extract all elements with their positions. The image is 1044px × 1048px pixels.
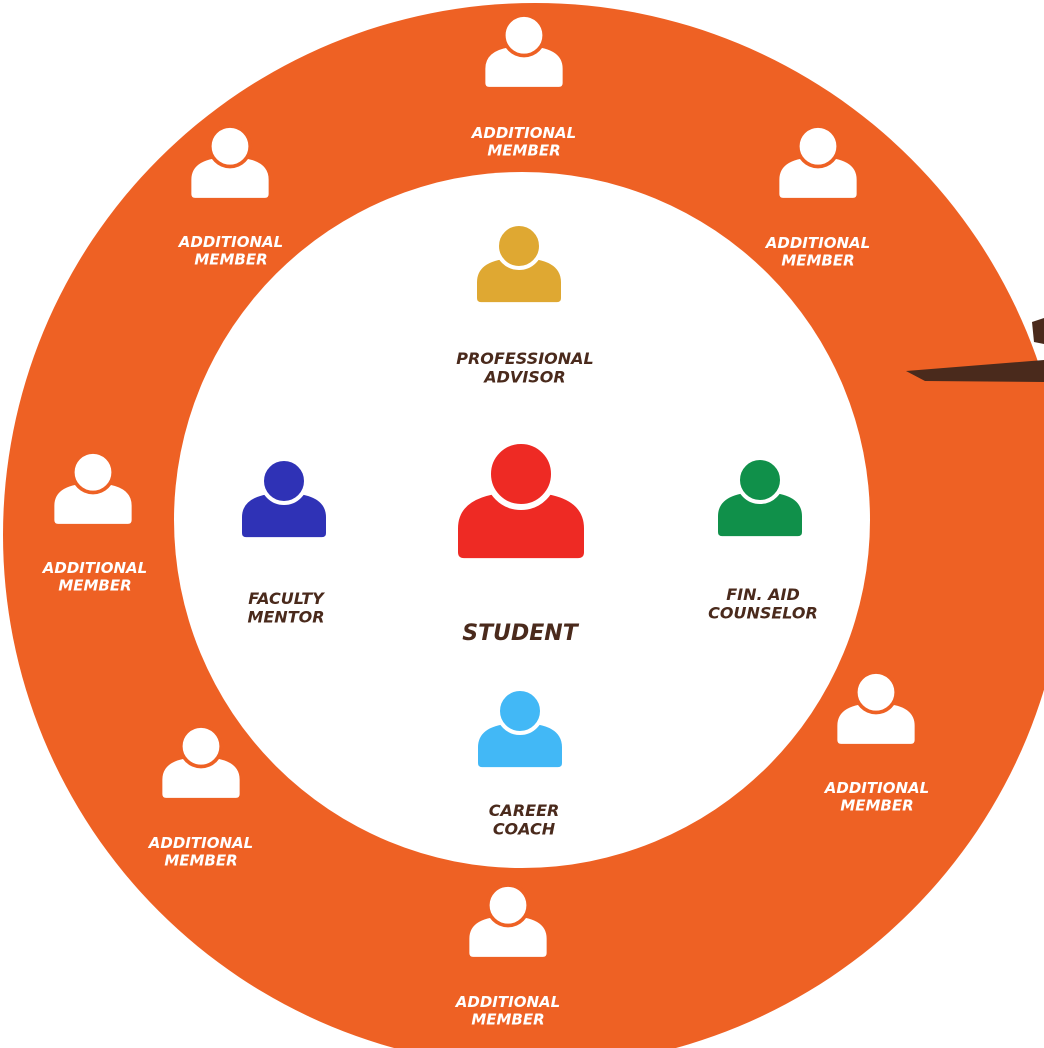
faculty-mentor-label-line1: FACULTY bbox=[248, 589, 325, 608]
additional-member-icon-5 bbox=[837, 670, 915, 744]
career-coach-icon bbox=[478, 687, 562, 768]
fin-aid-counselor-label-line2: COUNSELOR bbox=[708, 603, 818, 622]
additional-member-icon-6 bbox=[162, 724, 240, 798]
faculty-mentor-icon bbox=[242, 457, 326, 538]
additional-member-icon-4-head bbox=[70, 450, 116, 495]
career-coach-icon-body bbox=[478, 723, 562, 768]
additional-member-label-7-line1: ADDITIONAL bbox=[455, 993, 560, 1011]
additional-member-icon-6-head bbox=[178, 724, 224, 769]
additional-member-icon-3-head bbox=[795, 124, 841, 169]
additional-member-icon-6-body bbox=[162, 757, 240, 798]
additional-member-icon-2 bbox=[191, 124, 269, 198]
student-label: STUDENT bbox=[462, 621, 579, 646]
additional-member-label-6-line2: MEMBER bbox=[164, 851, 237, 869]
additional-member-label-2-line1: ADDITIONAL bbox=[178, 233, 283, 251]
additional-member-icon-7 bbox=[469, 883, 547, 957]
career-coach-label-line2: COACH bbox=[493, 819, 556, 838]
faculty-mentor-icon-head bbox=[260, 457, 308, 505]
pointer-stick-tip bbox=[1032, 318, 1044, 344]
fin-aid-counselor-icon-head bbox=[736, 456, 784, 504]
additional-member-label-5-line2: MEMBER bbox=[840, 796, 913, 814]
additional-member-icon-4-body bbox=[54, 483, 132, 524]
faculty-mentor-icon-body bbox=[242, 493, 326, 538]
additional-member-icon-3 bbox=[779, 124, 857, 198]
additional-member-icon-1-body bbox=[485, 46, 563, 87]
student-icon bbox=[458, 438, 584, 559]
fin-aid-counselor-icon-body bbox=[718, 492, 802, 537]
career-coach-icon-head bbox=[496, 687, 544, 735]
additional-member-icon-7-head bbox=[485, 883, 531, 928]
faculty-mentor-label-line2: MENTOR bbox=[247, 607, 324, 626]
additional-member-icon-2-body bbox=[191, 157, 269, 198]
professional-advisor-icon-head bbox=[495, 222, 543, 270]
additional-member-label-7-line2: MEMBER bbox=[471, 1010, 544, 1028]
additional-member-icon-4 bbox=[54, 450, 132, 524]
student-icon-head bbox=[485, 438, 557, 510]
additional-member-icon-1-head bbox=[501, 13, 547, 58]
additional-member-label-6-line1: ADDITIONAL bbox=[148, 834, 253, 852]
additional-member-icon-2-head bbox=[207, 124, 253, 169]
professional-advisor-icon-body bbox=[477, 258, 561, 303]
professional-advisor-icon bbox=[477, 222, 561, 303]
student-icon-body bbox=[458, 492, 584, 559]
fin-aid-counselor-label-line1: FIN. AID bbox=[726, 585, 800, 604]
career-coach-label-line1: CAREER bbox=[489, 801, 560, 820]
professional-advisor-label-line2: ADVISOR bbox=[482, 367, 565, 386]
additional-member-icon-5-body bbox=[837, 703, 915, 744]
additional-member-label-4-line2: MEMBER bbox=[58, 576, 131, 594]
additional-member-label-3-line1: ADDITIONAL bbox=[765, 234, 870, 252]
fin-aid-counselor-icon bbox=[718, 456, 802, 537]
additional-member-label-1-line1: ADDITIONAL bbox=[471, 124, 576, 142]
additional-member-label-2-line2: MEMBER bbox=[194, 250, 267, 268]
additional-member-label-5-line1: ADDITIONAL bbox=[824, 779, 929, 797]
professional-advisor-label-line1: PROFESSIONAL bbox=[456, 349, 594, 368]
additional-member-label-4-line1: ADDITIONAL bbox=[42, 559, 147, 577]
pointer-stick bbox=[906, 360, 1044, 382]
additional-member-label-3-line2: MEMBER bbox=[781, 251, 854, 269]
additional-member-icon-5-head bbox=[853, 670, 899, 715]
additional-member-icon-3-body bbox=[779, 157, 857, 198]
additional-member-icon-1 bbox=[485, 13, 563, 87]
additional-member-icon-7-body bbox=[469, 916, 547, 957]
additional-member-label-1-line2: MEMBER bbox=[487, 141, 560, 159]
